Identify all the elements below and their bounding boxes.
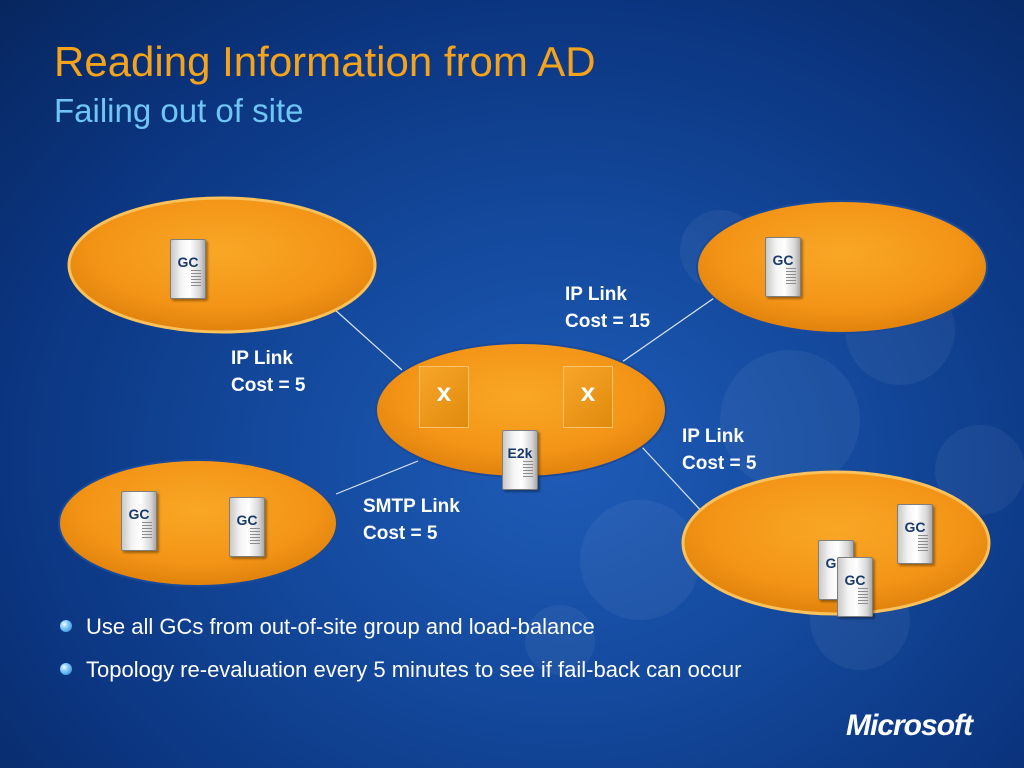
gc-server-icon: GC bbox=[837, 557, 873, 617]
site-top-right bbox=[696, 200, 988, 334]
server-label: GC bbox=[177, 254, 199, 270]
link-line-top-left bbox=[332, 307, 403, 371]
link-label-top-right: IP Link Cost = 15 bbox=[565, 281, 650, 335]
bullet-icon bbox=[60, 663, 72, 675]
slide-title: Reading Information from AD bbox=[54, 38, 596, 85]
server-label: GC bbox=[772, 252, 794, 268]
e2k-server-icon: E2k bbox=[502, 430, 538, 490]
link-label-top-left: IP Link Cost = 5 bbox=[231, 345, 305, 399]
gc-server-icon: GC bbox=[170, 239, 206, 299]
link-type: SMTP Link bbox=[363, 496, 460, 517]
bullet-text: Topology re-evaluation every 5 minutes t… bbox=[86, 657, 742, 682]
gc-server-icon: GC bbox=[121, 491, 157, 551]
link-line-top-right bbox=[621, 295, 718, 363]
link-type: IP Link bbox=[565, 284, 627, 305]
gc-server-icon: GC bbox=[897, 504, 933, 564]
link-label-bottom-right: IP Link Cost = 5 bbox=[682, 423, 756, 477]
failed-gc-marker: x bbox=[419, 366, 469, 428]
site-bottom-left bbox=[58, 459, 338, 587]
microsoft-logo: Microsoft bbox=[846, 709, 973, 742]
bullet-list: Use all GCs from out-of-site group and l… bbox=[60, 612, 741, 698]
site-top-left bbox=[67, 196, 377, 334]
link-type: IP Link bbox=[682, 426, 744, 447]
gc-server-icon: GC bbox=[765, 237, 801, 297]
failed-gc-marker: x bbox=[563, 366, 613, 428]
link-cost: Cost = 5 bbox=[682, 453, 757, 474]
server-label: GC bbox=[128, 506, 150, 522]
bullet-item: Use all GCs from out-of-site group and l… bbox=[60, 612, 741, 655]
link-cost: Cost = 15 bbox=[565, 311, 651, 332]
server-label: E2k bbox=[507, 445, 533, 461]
server-label: GC bbox=[844, 572, 866, 588]
link-type: IP Link bbox=[231, 348, 293, 369]
bullet-item: Topology re-evaluation every 5 minutes t… bbox=[60, 655, 741, 698]
link-cost: Cost = 5 bbox=[231, 375, 306, 396]
slide-subtitle: Failing out of site bbox=[54, 92, 304, 129]
link-cost: Cost = 5 bbox=[363, 523, 438, 544]
bullet-text: Use all GCs from out-of-site group and l… bbox=[86, 614, 595, 639]
gc-server-icon: GC bbox=[229, 497, 265, 557]
server-label: GC bbox=[904, 519, 926, 535]
server-label: GC bbox=[236, 512, 258, 528]
bullet-icon bbox=[60, 620, 72, 632]
link-line-bottom-left bbox=[335, 460, 419, 495]
link-label-bottom-left: SMTP Link Cost = 5 bbox=[363, 493, 460, 547]
link-line-bottom-right bbox=[640, 445, 706, 516]
